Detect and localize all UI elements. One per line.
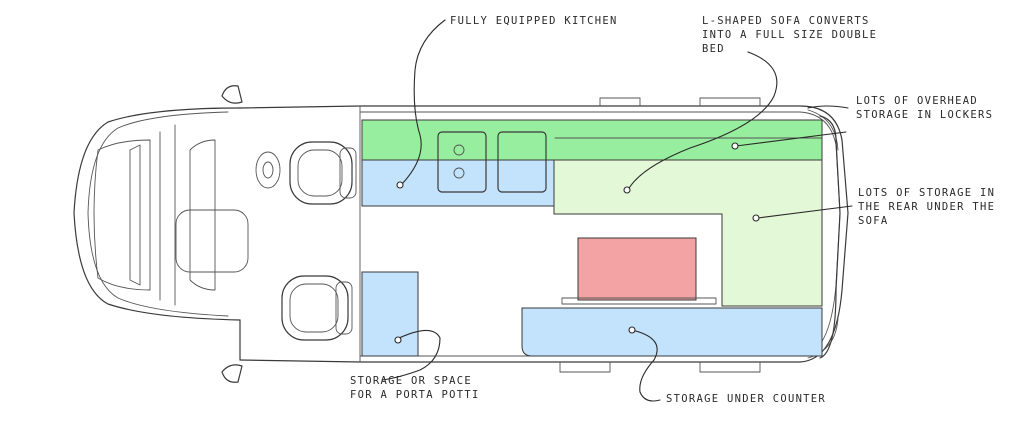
- label-counter: Storage under counter: [666, 393, 826, 405]
- kitchen-storage: [361, 159, 555, 207]
- label-sofa-line1: L-shaped sofa converts: [702, 15, 870, 27]
- label-potti-line2: for a porta potti: [350, 389, 480, 401]
- overhead-lockers: [361, 119, 823, 161]
- porta-potti-storage: [361, 271, 419, 357]
- van-body-outline: [73, 85, 849, 383]
- l-shaped-sofa: [553, 159, 823, 307]
- label-kitchen: Fully equipped kitchen: [450, 15, 618, 27]
- middle-seat: [175, 209, 249, 273]
- sink-hob: [437, 131, 547, 193]
- label-rear-line3: sofa: [858, 215, 889, 227]
- driver-seat: [289, 141, 357, 205]
- label-overhead-line1: Lots of overhead: [856, 95, 978, 107]
- label-sofa-line2: into a full size double: [702, 29, 877, 41]
- counter-storage: [521, 307, 823, 357]
- annotations: Fully equipped kitchen L-shaped sofa con…: [350, 15, 995, 405]
- label-rear-line2: the rear under the: [858, 201, 995, 213]
- label-rear-line1: Lots of storage in: [858, 187, 995, 199]
- label-overhead-line2: storage in lockers: [856, 109, 993, 121]
- label-sofa-line3: bed: [702, 43, 725, 55]
- table: [577, 237, 697, 301]
- label-potti-line1: Storage or space: [350, 375, 472, 387]
- passenger-seat: [281, 275, 353, 341]
- leader-lines: [381, 19, 853, 402]
